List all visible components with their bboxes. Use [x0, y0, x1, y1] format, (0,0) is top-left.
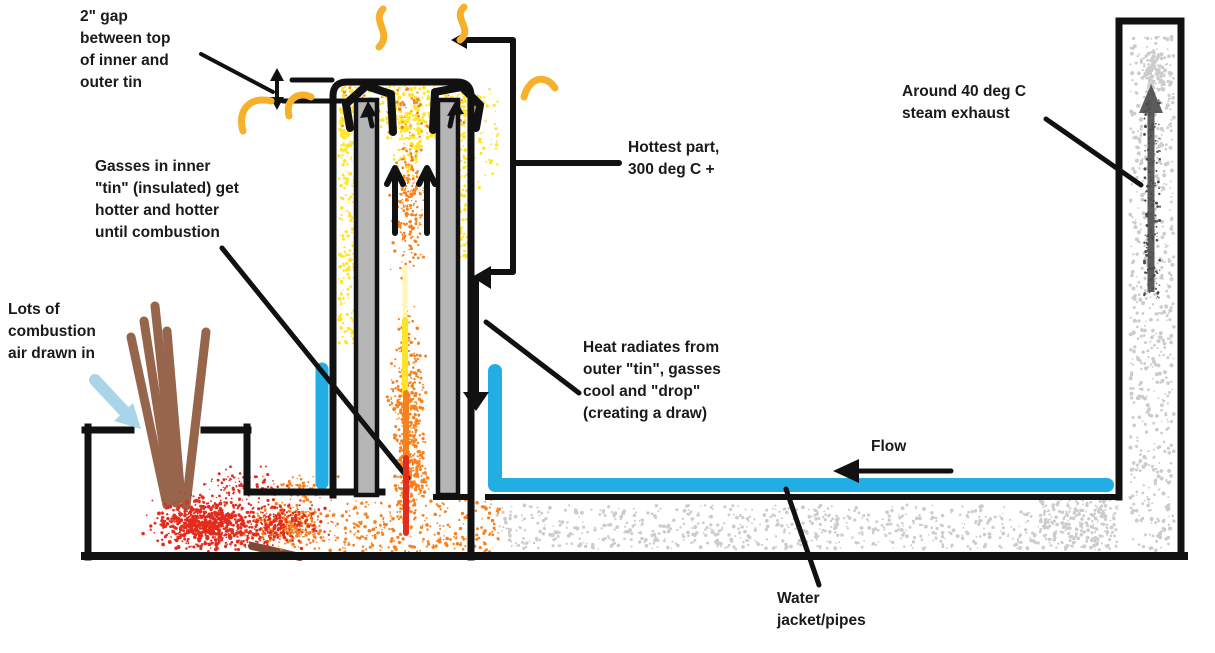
label-flow: Flow	[871, 438, 907, 455]
steam-exhaust-arrow	[1139, 84, 1163, 292]
speckle-region	[495, 503, 1119, 551]
flame-column	[402, 265, 409, 536]
label-steam: Around 40 deg C steam exhaust	[902, 83, 1027, 122]
label-water: Water jacket/pipes	[777, 590, 866, 629]
label-gap: 2" gap between top of inner and outer ti…	[80, 8, 171, 91]
riser-up-arrow-right	[416, 165, 438, 236]
water-pipe-right-run	[488, 364, 1114, 492]
gasses-label-pointer	[219, 245, 411, 481]
label-gasses: Gasses in inner "tin" (insulated) get ho…	[95, 158, 239, 241]
speckle-region	[1128, 34, 1176, 553]
speckle-region	[1140, 48, 1169, 101]
heat-wave-squiggles	[238, 3, 559, 135]
speckle-region	[392, 114, 429, 183]
riser-up-arrow-left	[384, 165, 406, 236]
water-jacket-pipes	[315, 362, 1114, 492]
inner-tin-left	[353, 97, 380, 498]
inner-tin-right	[435, 97, 461, 498]
gas-drop-arrowhead	[463, 392, 489, 411]
annotation-arrowheads	[270, 31, 859, 483]
speckle-region	[337, 102, 356, 345]
gap-label-pointer	[199, 52, 275, 94]
label-heat: Heat radiates from outer "tin", gasses c…	[583, 339, 721, 422]
hottest-arrowhead-bottom	[472, 266, 491, 289]
speckle-region	[141, 491, 259, 556]
heat-label-pointer	[483, 319, 582, 396]
annotation-lines	[199, 37, 1144, 588]
label-hottest: Hottest part, 300 deg C +	[628, 139, 720, 178]
label-air: Lots of combustion air drawn in	[8, 301, 96, 362]
gas-hook-right	[429, 83, 484, 134]
combustion-air-arrow	[89, 374, 141, 429]
fuel-sticks	[126, 301, 211, 511]
gas-hook-left	[342, 82, 397, 136]
gap-arrowhead-up	[270, 68, 284, 81]
hottest-bracket	[459, 37, 622, 275]
speckle-region	[220, 497, 332, 555]
hook-arrowhead-left	[360, 101, 377, 118]
steam-label-pointer	[1043, 116, 1144, 188]
flow-arrowhead	[833, 459, 859, 483]
speckle-region	[184, 465, 291, 508]
speckle-region	[328, 498, 502, 554]
hook-arrowhead-right	[447, 100, 464, 116]
speckle-region	[1038, 496, 1119, 552]
chimney-outline	[1115, 17, 1185, 556]
water-label-pointer	[783, 486, 822, 588]
